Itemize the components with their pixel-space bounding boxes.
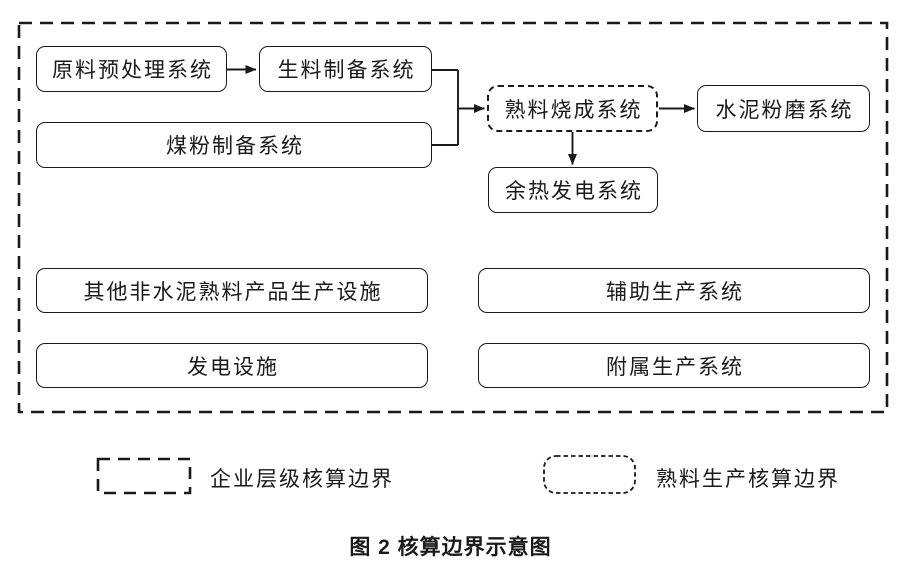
node-subsidiary-production-label: 附属生产系统: [606, 354, 744, 379]
node-raw-meal-preparation-label: 生料制备系统: [277, 58, 416, 82]
node-other-non-clinker-facilities-label: 其他非水泥熟料产品生产设施: [83, 279, 383, 304]
legend-clinker-label: 熟料生产核算边界: [656, 467, 840, 491]
node-auxiliary-production: 辅助生产系统: [478, 268, 870, 313]
node-raw-pretreatment: 原料预处理系统: [36, 46, 227, 92]
legend-enterprise-swatch: [96, 457, 192, 495]
node-clinker-calcination-label: 熟料烧成系统: [504, 97, 643, 122]
node-waste-heat-power-label: 余热发电系统: [505, 179, 643, 203]
enterprise-boundary-box: [17, 21, 889, 414]
node-subsidiary-production: 附属生产系统: [478, 343, 870, 388]
figure-caption: 图 2 核算边界示意图: [349, 536, 552, 559]
node-raw-meal-preparation: 生料制备系统: [259, 46, 432, 92]
node-coal-powder-preparation-label: 煤粉制备系统: [166, 134, 304, 158]
node-clinker-calcination: 熟料烧成系统: [487, 85, 658, 132]
node-waste-heat-power: 余热发电系统: [488, 167, 658, 213]
legend-enterprise-label: 企业层级核算边界: [210, 467, 394, 491]
node-raw-pretreatment-label: 原料预处理系统: [52, 58, 213, 82]
node-cement-grinding: 水泥粉磨系统: [697, 85, 870, 132]
node-other-non-clinker-facilities: 其他非水泥熟料产品生产设施: [36, 268, 428, 313]
legend-clinker-swatch: [543, 455, 636, 494]
node-cement-grinding-label: 水泥粉磨系统: [715, 97, 854, 122]
node-power-generation-facilities-label: 发电设施: [187, 354, 279, 379]
junction-lines: [432, 69, 459, 146]
node-coal-powder-preparation: 煤粉制备系统: [36, 122, 432, 168]
node-auxiliary-production-label: 辅助生产系统: [606, 279, 744, 304]
node-power-generation-facilities: 发电设施: [36, 343, 428, 388]
